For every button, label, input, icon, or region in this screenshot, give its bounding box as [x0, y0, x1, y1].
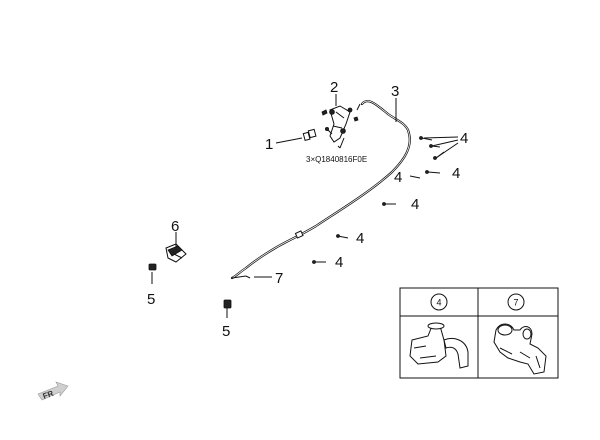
clip-7-illustration [493, 323, 547, 375]
leader-lines [175, 94, 459, 278]
part-5-grommet-lower [223, 299, 232, 318]
callout-5-b: 5 [222, 323, 230, 340]
callout-7: 7 [275, 270, 283, 287]
callout-2: 2 [330, 79, 338, 96]
part-6-bracket [165, 243, 187, 263]
lever-assembly [321, 105, 359, 149]
legend-item-7: 7 [493, 293, 547, 375]
callout-4-f: 4 [335, 254, 343, 271]
callout-5-a: 5 [147, 291, 155, 308]
callout-3: 3 [391, 83, 399, 100]
callout-4-d: 4 [411, 196, 419, 213]
part-5-grommet-left [148, 263, 157, 284]
bolt-note: 3×Q1840816F0E [306, 155, 367, 164]
callout-4-e: 4 [356, 230, 364, 247]
legend-box: 4 7 [399, 287, 559, 379]
legend-item-4: 4 [409, 293, 469, 369]
callout-4-c: 4 [452, 165, 460, 182]
callout-4-b: 4 [394, 169, 402, 186]
fr-label: FR [42, 389, 55, 401]
clip-4-illustration [409, 322, 469, 369]
callout-6: 6 [171, 218, 179, 235]
cable-assembly [230, 99, 411, 280]
part-1-clips [302, 128, 317, 141]
legend-item-4-label: 4 [436, 298, 441, 308]
callout-4-a: 4 [460, 130, 468, 147]
legend-item-7-label: 7 [513, 298, 518, 308]
callout-1: 1 [265, 136, 273, 153]
callout-numbers: 1 2 3 4 4 4 4 4 4 5 5 6 7 3×Q1840816F0E [147, 79, 468, 340]
front-direction-arrow: FR [37, 381, 69, 401]
